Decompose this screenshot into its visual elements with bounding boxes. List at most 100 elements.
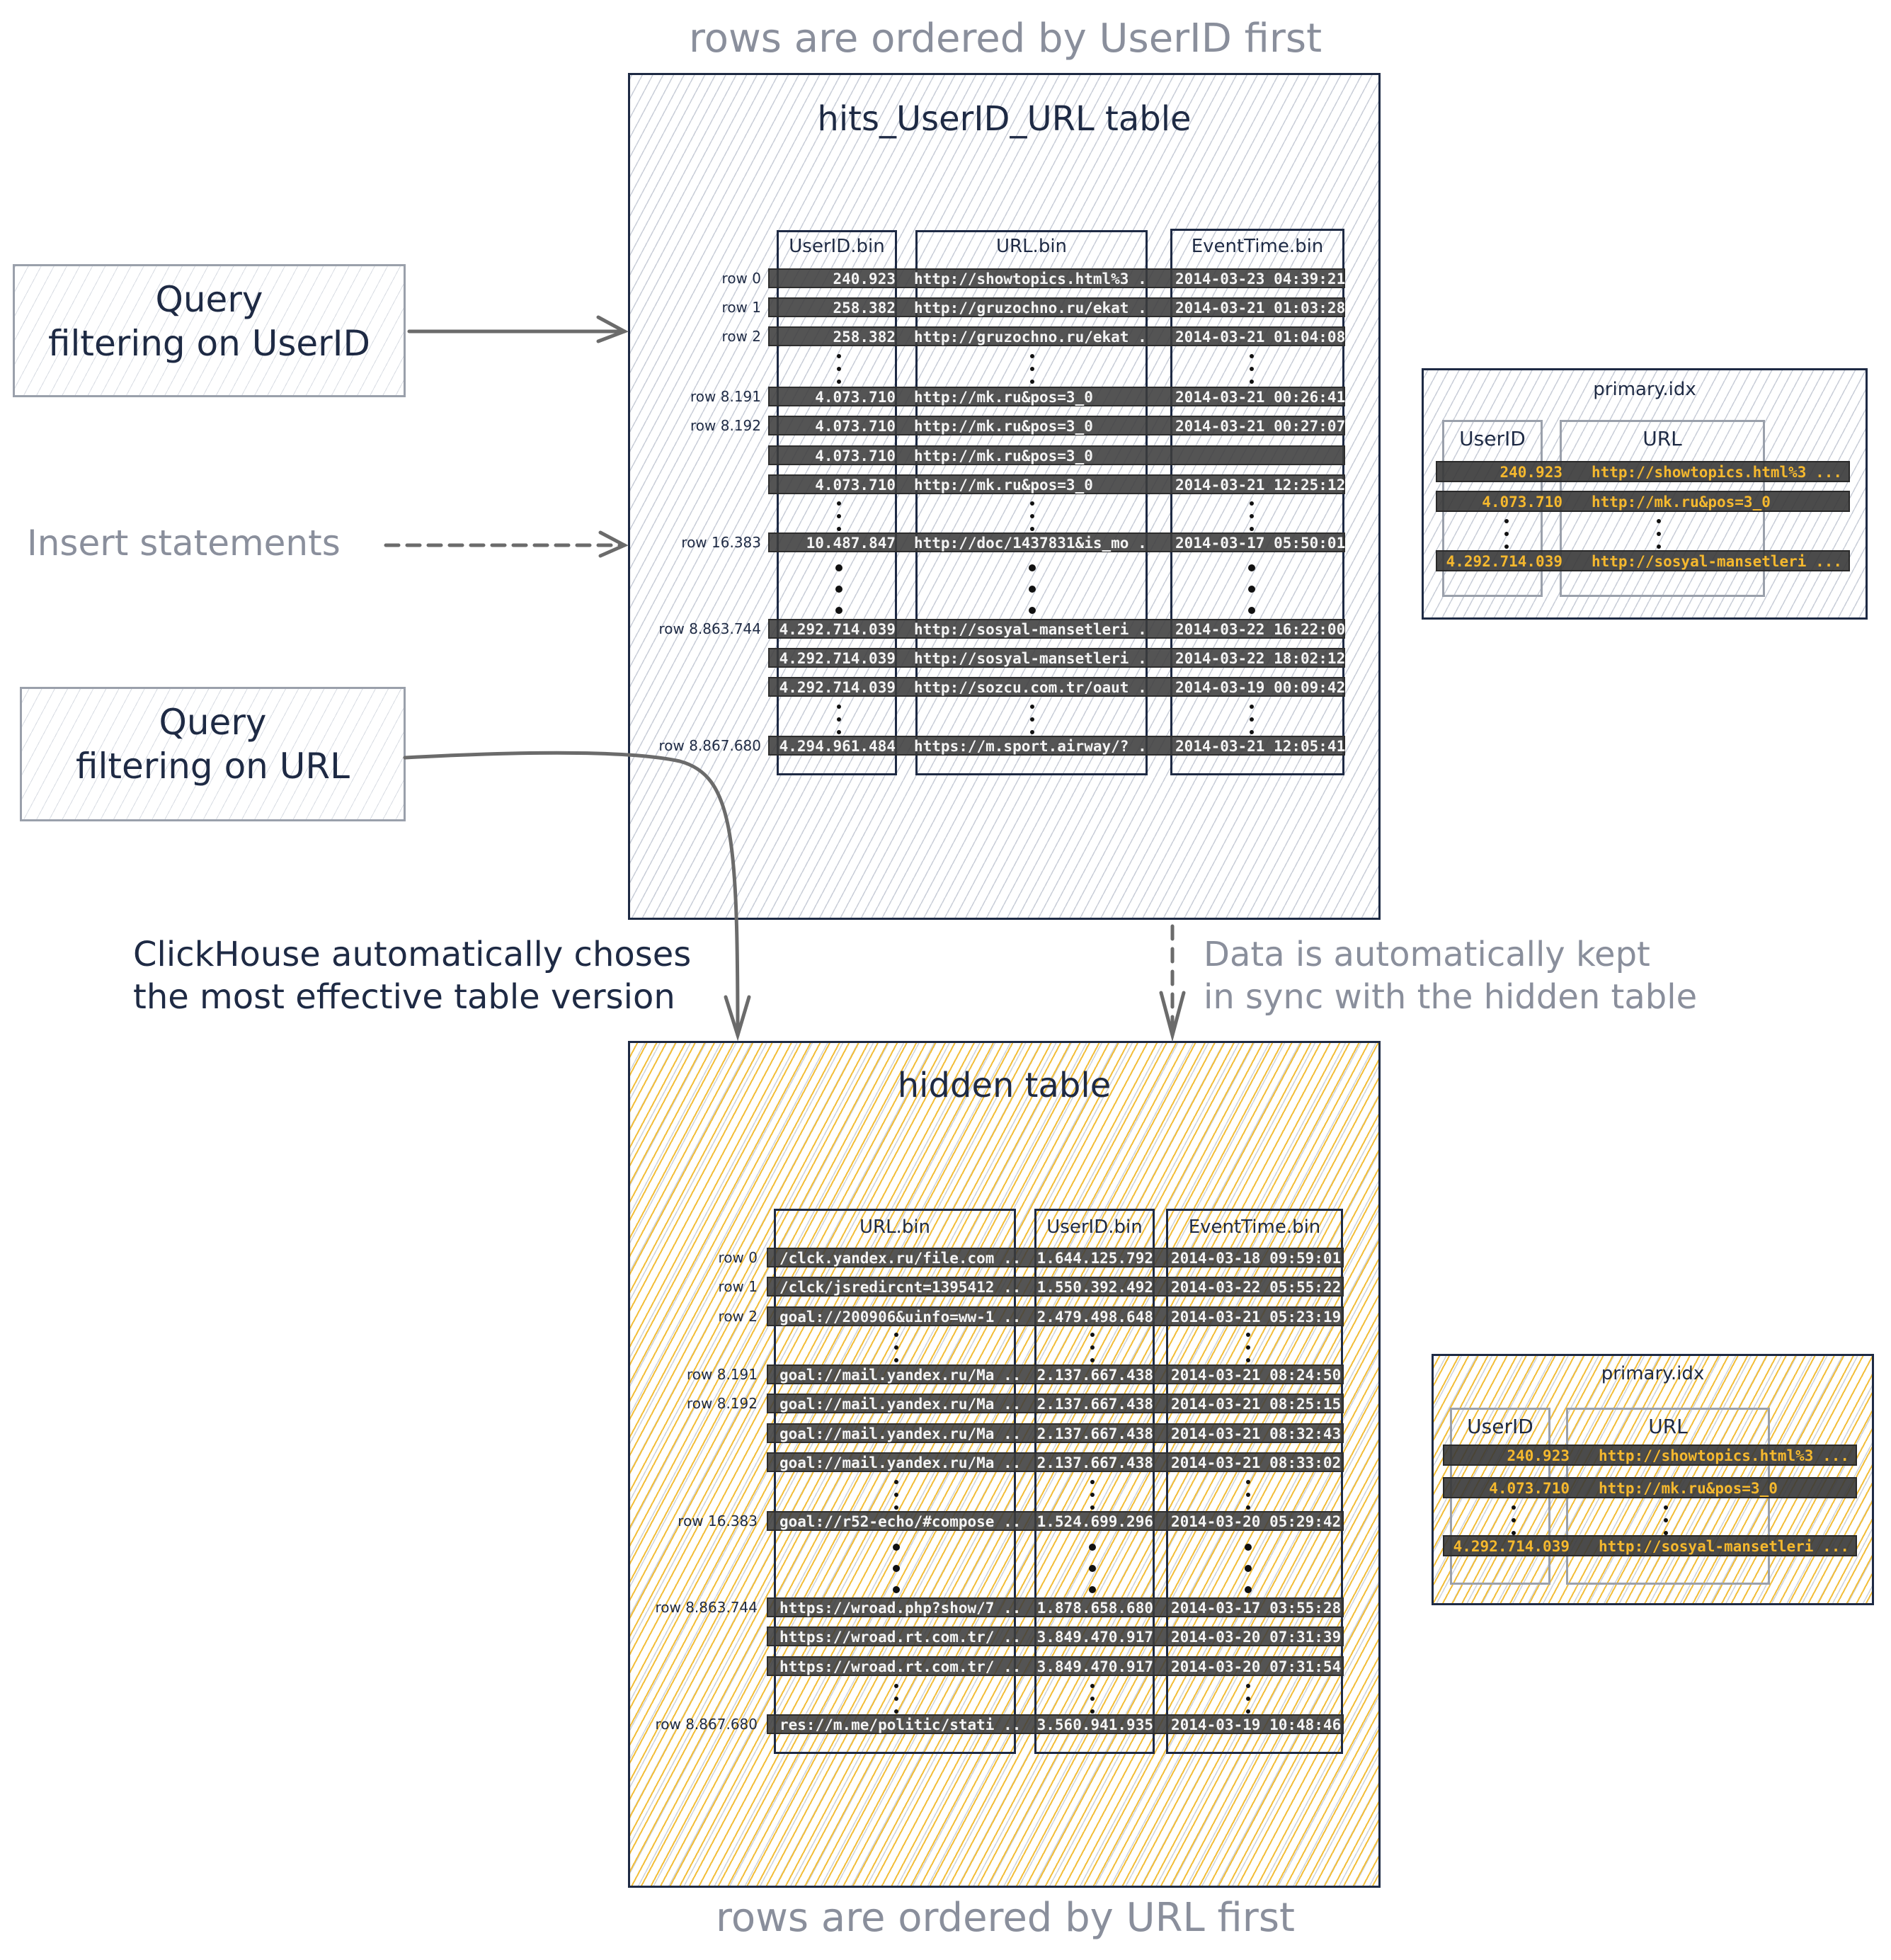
cell-eventtime: 2014-03-21 12:25:12 [1175, 477, 1345, 494]
ellipsis-dot [1512, 1505, 1516, 1510]
ellipsis-dot [837, 730, 841, 734]
cell-eventtime: 2014-03-19 10:48:46 [1171, 1716, 1341, 1733]
ellipsis-dot [1030, 501, 1034, 506]
table-row: res://m.me/politic/stati ...3.560.941.93… [767, 1714, 1344, 1734]
ellipsis-dot [835, 607, 842, 614]
query-userid-arrow [407, 315, 629, 343]
primary-index-top-header-url: URL [1643, 427, 1682, 450]
ellipsis-dot [894, 1697, 898, 1701]
index-cell-userid: 240.923 [1507, 1447, 1570, 1464]
main-table-title: hits_UserID_URL table [817, 99, 1192, 139]
row-label: row 8.192 [690, 417, 761, 434]
cell-eventtime: 2014-03-21 00:27:07 [1175, 418, 1345, 435]
ellipsis-dots [1245, 1544, 1252, 1607]
ellipsis-dot [1090, 1358, 1095, 1362]
hidden-col-userid [1034, 1209, 1155, 1754]
main-col-header-eventtime: EventTime.bin [1191, 236, 1324, 257]
cell-url: https://wroad.php?show/7 ... [779, 1600, 1024, 1617]
row-label: row 1 [718, 1278, 758, 1295]
ellipsis-dot [1029, 586, 1036, 593]
ellipsis-dot [1246, 1709, 1250, 1714]
clickhouse-choice-caption: ClickHouse automatically choses the most… [133, 933, 691, 1018]
cell-userid: 2.137.667.438 [1036, 1367, 1153, 1384]
ellipsis-dot [1030, 717, 1034, 722]
cell-eventtime: 2014-03-21 08:32:43 [1171, 1425, 1341, 1442]
table-row: goal://mail.yandex.ru/Ma ...2.137.667.43… [767, 1452, 1344, 1472]
ellipsis-dot [1246, 1333, 1250, 1337]
cell-url: goal://mail.yandex.ru/Ma ... [779, 1396, 1024, 1413]
table-row: https://wroad.rt.com.tr/ ... 3.849.470.91… [767, 1626, 1344, 1646]
ellipsis-dots [1089, 1684, 1096, 1722]
hidden-table-title: hidden table [897, 1066, 1112, 1105]
ellipsis-dot [894, 1480, 898, 1484]
cell-url: http://sosyal-mansetleri ... [914, 621, 1148, 638]
main-col-header-userid: UserID.bin [789, 236, 885, 257]
ellipsis-dot [1030, 527, 1034, 531]
ellipsis-dot [837, 717, 841, 722]
ellipsis-dots [1029, 354, 1036, 392]
main-col-userid [777, 230, 897, 775]
ellipsis-dot [1246, 1505, 1250, 1510]
query-userid-box[interactable]: Query filtering on UserID [13, 264, 406, 397]
cell-userid: 3.849.470.917 [1036, 1629, 1153, 1646]
ellipsis-dot [1250, 367, 1254, 371]
cell-url: http://mk.ru&pos=3_0 [914, 418, 1093, 435]
cell-userid: 10.487.847 [806, 535, 896, 552]
ellipsis-dot [1090, 1345, 1095, 1350]
ellipsis-dot [837, 514, 841, 518]
ellipsis-dot [1657, 532, 1661, 536]
ellipsis-dot [837, 380, 841, 384]
cell-userid: 1.550.392.492 [1036, 1279, 1153, 1296]
ellipsis-dot [893, 1565, 900, 1572]
ellipsis-dot [1030, 514, 1034, 518]
ellipsis-dot [1090, 1684, 1095, 1688]
cell-url: http://sozcu.com.tr/oaut ... [914, 679, 1148, 696]
cell-userid: 240.923 [833, 270, 896, 287]
ellipsis-dots [1029, 564, 1036, 628]
row-label: row 8.192 [687, 1395, 758, 1412]
cell-url: https://wroad.rt.com.tr/ ... [779, 1629, 1024, 1646]
ellipsis-dot [1250, 527, 1254, 531]
sync-caption: Data is automatically kept in sync with … [1204, 933, 1697, 1018]
query-userid-line1: Query [155, 279, 263, 320]
ellipsis-dots [1245, 1333, 1252, 1371]
ellipsis-dot [1089, 1544, 1096, 1551]
cell-url: http://mk.ru&pos=3_0 [914, 389, 1093, 406]
ellipsis-dot [1250, 514, 1254, 518]
ellipsis-dot [894, 1709, 898, 1714]
table-row: https://wroad.rt.com.tr/ ...3.849.470.91… [767, 1656, 1344, 1676]
row-label: row 16.383 [681, 534, 761, 551]
row-label: row 2 [721, 328, 761, 345]
cell-userid: 258.382 [833, 329, 896, 346]
cell-eventtime: 2014-03-20 07:31:39 [1171, 1629, 1341, 1646]
ellipsis-dot [1090, 1505, 1095, 1510]
ellipsis-dot [1030, 380, 1034, 384]
cell-url: res://m.me/politic/stati ... [779, 1716, 1024, 1733]
clickhouse-choice-line1: ClickHouse automatically choses [133, 935, 692, 974]
ellipsis-dots [1248, 564, 1255, 628]
cell-eventtime: 2014-03-17 03:55:28 [1171, 1600, 1341, 1617]
ellipsis-dot [893, 1586, 900, 1593]
cell-url: /clck.yandex.ru/file.com ... [779, 1250, 1024, 1267]
ellipsis-dot [1246, 1480, 1250, 1484]
row-label: row 8.867.680 [658, 737, 761, 754]
cell-eventtime: 2014-03-22 16:22:00 [1175, 621, 1345, 638]
ellipsis-dot [1657, 519, 1661, 523]
hidden-col-url [774, 1209, 1016, 1754]
ellipsis-dot [894, 1505, 898, 1510]
cell-eventtime: 2014-03-19 00:09:42 [1175, 679, 1345, 696]
ellipsis-dot [1030, 367, 1034, 371]
cell-url: http://doc/1437831&is_mo ... [914, 535, 1148, 552]
ellipsis-dots [1662, 1505, 1669, 1544]
query-url-box[interactable]: Query filtering on URL [20, 687, 406, 821]
ellipsis-dot [1250, 717, 1254, 722]
index-cell-url: http://sosyal-mansetleri ... [1599, 1538, 1850, 1555]
ellipsis-dots [835, 564, 842, 628]
ellipsis-dots [1245, 1480, 1252, 1518]
